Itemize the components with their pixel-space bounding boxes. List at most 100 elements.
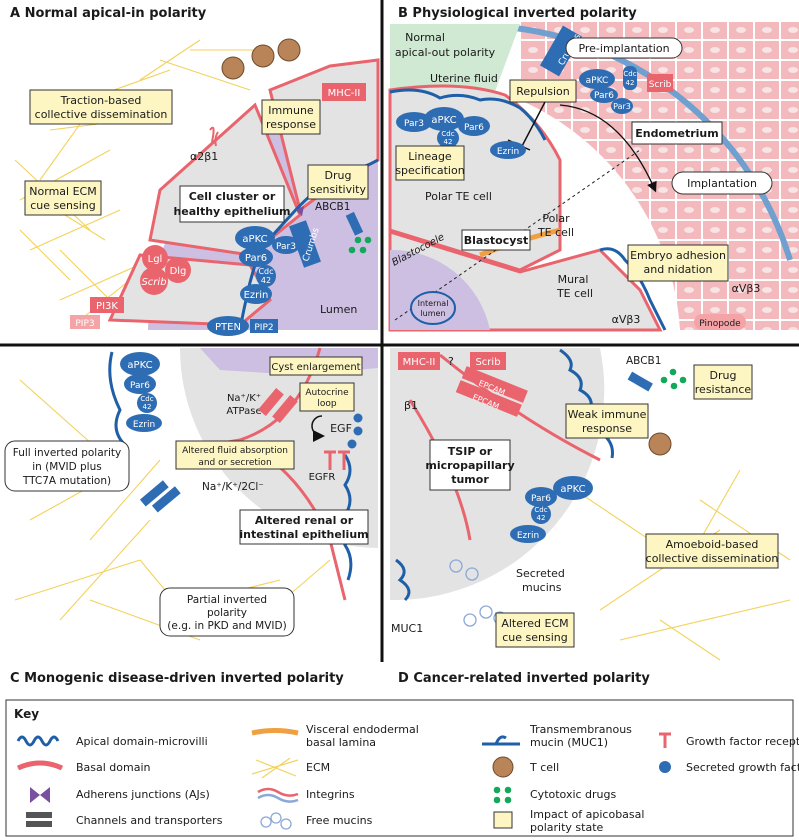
panel-b-adhesion-1: Embryo adhesion <box>630 249 726 262</box>
panel-b-crumbs <box>539 25 583 77</box>
panel-b-avb3: αVβ3 <box>732 282 761 295</box>
panel-c-cdc-n-label: 42 <box>143 403 152 411</box>
panel-d-weak-box <box>565 403 649 439</box>
panel-c-nak2cl-channel-2 <box>151 486 181 513</box>
panel-a-immune-1: Immune <box>268 104 314 117</box>
panel-c-egfr-receptors <box>324 450 350 470</box>
key-ecm-icon <box>251 757 299 779</box>
panel-b-normal-2: apical-out polarity <box>395 46 496 59</box>
panel-d-muc1: MUC1 <box>391 622 423 635</box>
key-item-integrins: Integrins <box>306 788 355 801</box>
panel-b-ezrin-label: Ezrin <box>497 147 519 157</box>
panel-b-endometrium: Endometrium <box>635 127 718 140</box>
panel-a-immune-box <box>261 99 321 135</box>
panel-b-polar-te-2a: Polar <box>542 212 570 225</box>
panel-c-egf: EGF <box>330 422 352 435</box>
panel-c-ezrin <box>126 414 162 432</box>
panel-b-implantation: Implantation <box>687 177 757 190</box>
panel-d-apkc-label: aPKC <box>560 484 585 495</box>
panel-c-nak-1: Na⁺/K⁺ <box>227 393 261 404</box>
panel-d-drug-1: Drug <box>710 369 737 382</box>
panel-b-endometrium-tissue <box>520 22 799 330</box>
panel-d-amoeboid-box <box>645 533 779 569</box>
key-channel-icon <box>26 812 52 818</box>
panel-a-pip2 <box>250 319 278 333</box>
key-free-mucin-icon <box>260 812 292 830</box>
panel-b-implantation-box <box>671 171 773 195</box>
panel-b-avb3-2: αVβ3 <box>612 313 641 326</box>
panel-c-nak2cl: Na⁺/K⁺/2Cl⁻ <box>202 481 264 493</box>
panel-a-pten-label: PTEN <box>215 322 241 333</box>
key-apical-icon <box>16 735 60 747</box>
panel-a-title: A Normal apical-in polarity <box>10 6 207 21</box>
panel-c-autocrine-box <box>299 382 355 412</box>
panel-c-nak2cl-channel <box>139 480 169 507</box>
panel-c-renal-box <box>239 509 369 545</box>
panel-d-tsip-box <box>429 439 511 491</box>
panel-d-tsip-1: TSIP or <box>448 445 493 458</box>
panel-b-scrib-top <box>647 74 673 92</box>
panel-b-ezrin <box>490 141 526 159</box>
panel-b-cdc-label: Cdc <box>441 130 454 138</box>
panel-b-uterine-region <box>390 24 520 105</box>
panel-b-lineage-2: specification <box>395 164 464 177</box>
panel-d-abcb1-channel <box>627 371 653 392</box>
panel-d-t-cell <box>648 432 672 456</box>
panel-c-full-3: TTC7A mutation) <box>22 475 111 487</box>
panel-a-pten <box>207 316 249 336</box>
panel-d-altered-ecm-1: Altered ECM <box>501 617 568 630</box>
panel-b-apkc-label: aPKC <box>431 115 456 126</box>
panel-c-fluid-box <box>175 440 295 470</box>
panel-c-cyst: Cyst enlargement <box>271 362 360 373</box>
panel-b-par3-label: Par3 <box>404 119 424 129</box>
panel-d-cytotoxic-drugs <box>660 368 687 390</box>
panel-c-partial-3: (e.g. in PKD and MVID) <box>167 620 286 632</box>
panel-a-pip3-label: PIP3 <box>75 319 94 329</box>
panel-d-cdc-label: Cdc <box>534 506 547 514</box>
panel-b-par3 <box>396 112 432 132</box>
key-item-lamina-2: basal lamina <box>306 736 376 749</box>
key-item-t-cell: T cell <box>529 761 559 774</box>
panel-c-apkc <box>120 352 160 376</box>
panel-a-abcb1-channel <box>345 211 364 236</box>
panel-b-cdc42-top <box>623 66 637 90</box>
panel-d-scrib: Scrib <box>475 357 500 368</box>
panel-b-lineage-1: Lineage <box>408 150 452 163</box>
panel-a-ecm-box <box>24 180 102 216</box>
panel-c-cdc42 <box>137 393 157 413</box>
key-item-impact-2: polarity state <box>530 821 604 834</box>
panel-b-apkc-top <box>579 69 615 89</box>
panel-c-apical-line <box>108 351 127 447</box>
panel-b-par6-label: Par6 <box>464 123 484 133</box>
panel-d-drug-box <box>693 364 753 400</box>
panel-a-integrin-icon <box>209 126 219 147</box>
panel-b-polar-te: Polar TE cell <box>425 190 492 203</box>
panel-a-lgl-label: Lgl <box>148 254 163 265</box>
panel-b-mural-2: TE cell <box>556 287 593 300</box>
panel-a-par3 <box>272 236 300 254</box>
panel-d-altered-ecm-2: cue sensing <box>502 631 568 644</box>
panel-c-nak-2: ATPase <box>226 406 261 417</box>
key-lamina-icon <box>251 728 299 736</box>
key-receptor-icon <box>659 732 671 748</box>
panel-a-traction-2: collective dissemination <box>35 108 168 121</box>
panel-a-dlg <box>165 257 191 283</box>
panel-d-amoeboid-2: collective dissemination <box>646 552 779 565</box>
panel-c-partial-box <box>159 587 295 637</box>
panel-d-epcam-2 <box>455 380 522 417</box>
key-item-impact-1: Impact of apicobasal <box>530 808 644 821</box>
panel-d-secreted-2: mucins <box>522 581 562 594</box>
key-drug-icon <box>493 786 512 804</box>
panel-d-ezrin-label: Ezrin <box>517 531 539 541</box>
key-muc1-icon <box>482 735 520 746</box>
key-item-ecm: ECM <box>306 761 330 774</box>
panel-d-mhc-badge <box>398 352 440 370</box>
panel-d-question: ? <box>448 355 454 368</box>
panel-b-repulsion: Repulsion <box>516 85 569 98</box>
panel-a-pip3 <box>70 315 100 329</box>
panel-c-full-1: Full inverted polarity <box>13 447 121 459</box>
panel-b-internal-lumen <box>410 291 456 325</box>
panel-a-traction-1: Traction-based <box>60 94 142 107</box>
